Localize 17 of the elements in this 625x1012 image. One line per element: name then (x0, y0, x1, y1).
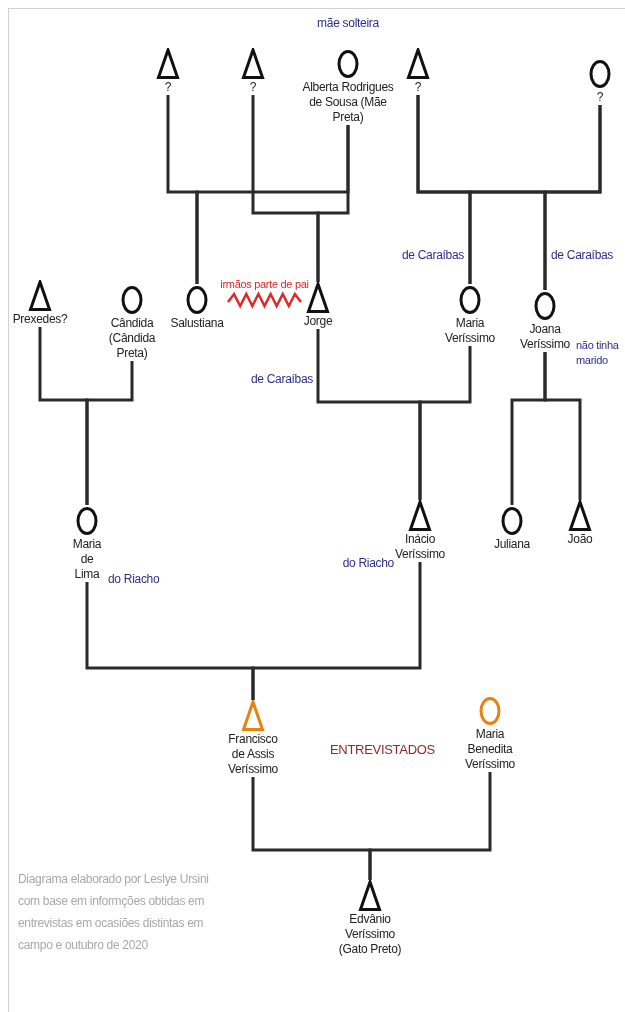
kinship-line (251, 562, 422, 700)
kinship-line (543, 105, 602, 290)
annotation-text: do Riacho (108, 572, 160, 587)
annotation-text: mãe solteira (317, 16, 379, 31)
annotation-text: não tinha marido (576, 338, 620, 368)
kinship-line (316, 125, 350, 282)
annotation-text: de Caraíbas (401, 248, 464, 263)
edge-label: irmãos parte de pai (220, 278, 309, 290)
kinship-line (85, 361, 134, 505)
annotation-text: de Caraíbas (250, 372, 313, 387)
person-name: Jorge (303, 314, 333, 329)
kinship-line (543, 352, 582, 500)
annotation-text: de Caraíbas (551, 248, 614, 263)
kinship-line (368, 772, 492, 880)
person-name: Alberta Rodrigues de Sousa (Mãe Preta) (300, 80, 396, 125)
kinship-line (418, 346, 472, 500)
zigzag-line (227, 291, 302, 309)
